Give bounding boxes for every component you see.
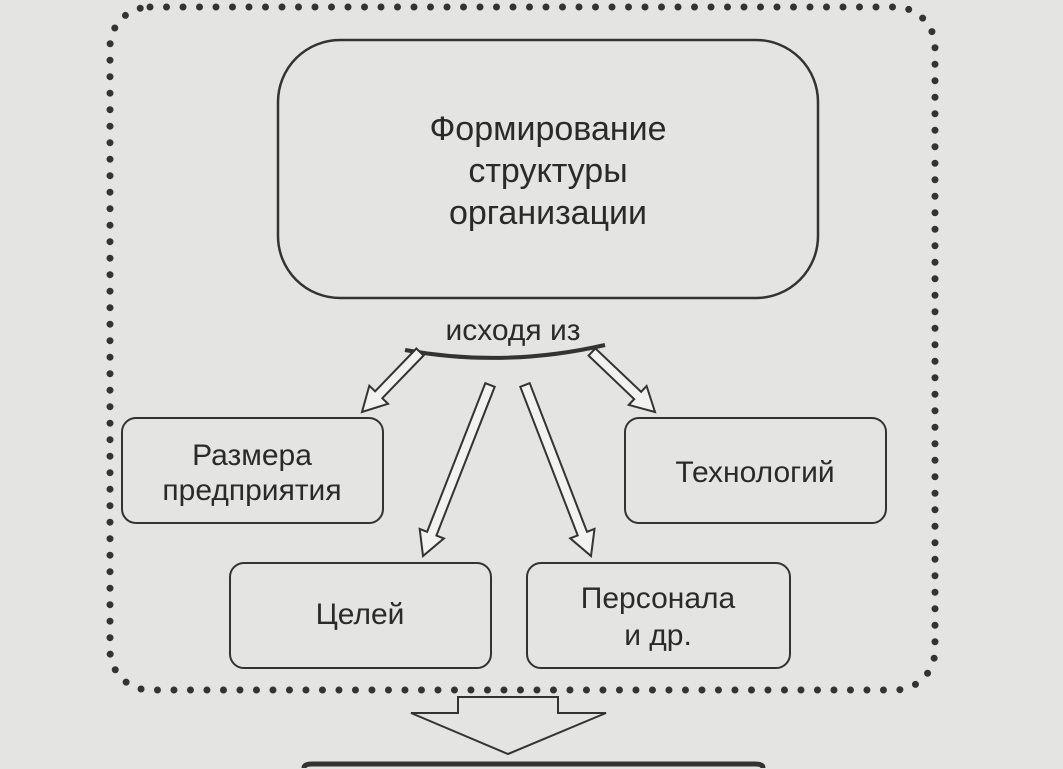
factor-personnel-line-2: и др. xyxy=(624,619,692,652)
factor-box-technology xyxy=(624,417,887,524)
arrow-to-technology xyxy=(587,346,657,414)
factor-goals-label: Целей xyxy=(316,598,405,631)
factor-box-size xyxy=(121,417,384,524)
main-box-line-1: Формирование xyxy=(429,110,666,148)
factor-technology-label: Технологий xyxy=(675,456,834,489)
factor-size-line-1: Размера xyxy=(192,439,312,472)
connector-label: исходя из xyxy=(445,314,580,347)
factor-personnel-line-1: Персонала xyxy=(581,582,736,615)
factor-size-line-2: предприятия xyxy=(162,474,341,507)
factor-box-personnel xyxy=(526,562,791,669)
arrow-to-goals xyxy=(418,381,496,558)
main-box xyxy=(276,38,820,300)
result-box-top-edge xyxy=(301,761,766,769)
connector-brace xyxy=(404,343,606,360)
arrows xyxy=(360,346,657,558)
main-box-line-2: структуры xyxy=(468,152,627,190)
arrow-to-personnel xyxy=(519,381,596,558)
main-box-line-3: организации xyxy=(449,194,647,232)
dotted-group-border xyxy=(106,3,939,694)
arrow-to-size xyxy=(360,347,426,414)
factor-box-goals xyxy=(229,562,492,669)
result-arrow xyxy=(410,696,607,756)
